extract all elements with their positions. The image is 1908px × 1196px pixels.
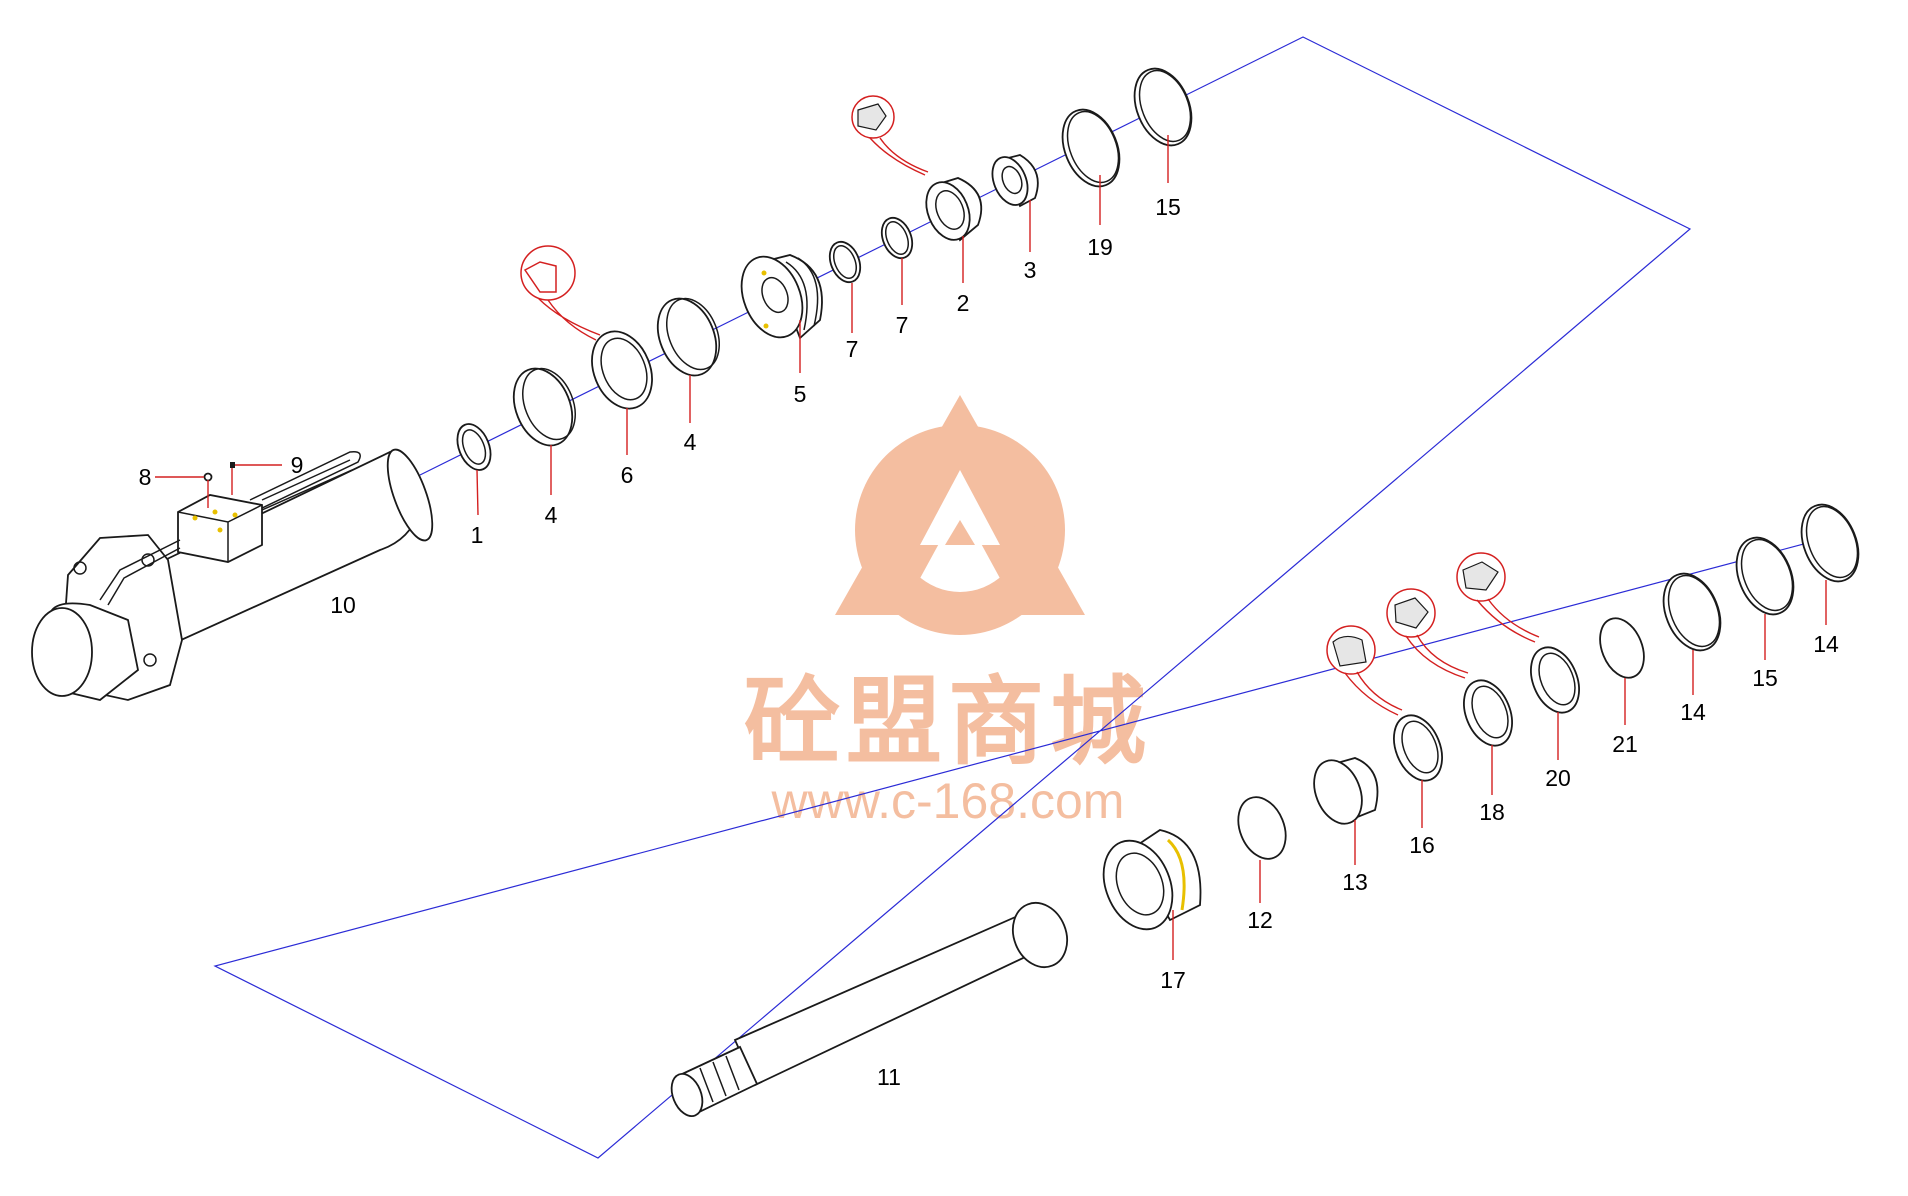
label-part-7b: 7 — [896, 312, 909, 338]
wear-ring-4a-part — [512, 367, 576, 447]
wiper-20-part — [1530, 646, 1580, 714]
part-labels: 1 4 6 4 5 7 7 2 3 19 15 8 9 10 11 17 12 … — [139, 194, 1839, 1090]
label-part-1: 1 — [471, 522, 484, 548]
label-part-8: 8 — [139, 464, 152, 490]
label-part-13: 13 — [1342, 869, 1368, 895]
seal-profile-callout-20 — [1456, 552, 1540, 643]
seal-profile-callout-rod — [851, 95, 929, 176]
label-part-9: 9 — [291, 452, 304, 478]
fitting-9-part — [230, 462, 235, 495]
ring-14b-part — [1800, 503, 1860, 583]
cylinder-barrel-part — [31, 448, 434, 701]
ring-14a-part — [1662, 572, 1722, 652]
label-part-20: 20 — [1545, 765, 1571, 791]
rod-seal-16-part — [1393, 714, 1443, 782]
o-ring-7a-part — [828, 240, 862, 284]
nut-3-part — [991, 154, 1039, 208]
ring-15a-part — [1133, 67, 1193, 147]
watermark-title: 砼盟商城 — [744, 666, 1152, 778]
piston-5-part — [740, 254, 823, 340]
piston-rod-11-part — [670, 901, 1068, 1117]
seal-profile-callout-18 — [1386, 588, 1469, 679]
leader-lines — [155, 135, 1827, 960]
ring-15b-part — [1735, 536, 1795, 616]
label-part-7a: 7 — [846, 336, 859, 362]
bushing-13-part — [1313, 757, 1379, 825]
label-part-16: 16 — [1409, 832, 1435, 858]
seal-profile-callout-16 — [1326, 625, 1403, 716]
label-part-2: 2 — [957, 290, 970, 316]
watermark-url: www.c-168.com — [771, 773, 1125, 829]
watermark-logo-icon — [835, 395, 1085, 635]
label-part-14a: 14 — [1680, 699, 1706, 725]
snap-ring-21-part — [1599, 617, 1645, 679]
o-ring-7b-part — [880, 216, 914, 260]
label-part-21: 21 — [1612, 731, 1638, 757]
wear-ring-4b-part — [656, 297, 720, 377]
label-part-4b: 4 — [684, 429, 697, 455]
label-part-11: 11 — [877, 1064, 901, 1090]
label-part-14b: 14 — [1813, 631, 1839, 657]
snap-ring-1-part — [456, 423, 492, 471]
piston-seal-6-part — [591, 330, 653, 410]
ring-2-part — [925, 177, 983, 242]
label-part-18: 18 — [1479, 799, 1505, 825]
label-part-19: 19 — [1087, 234, 1113, 260]
label-part-10: 10 — [330, 592, 356, 618]
label-part-12: 12 — [1247, 907, 1273, 933]
label-part-4a: 4 — [545, 502, 558, 528]
label-part-17: 17 — [1160, 967, 1186, 993]
label-part-3: 3 — [1024, 257, 1037, 283]
fitting-8-part — [203, 472, 213, 508]
label-part-6: 6 — [621, 462, 634, 488]
label-part-15a: 15 — [1155, 194, 1181, 220]
watermark: 砼盟商城 www.c-168.com — [744, 395, 1152, 829]
label-part-5: 5 — [794, 381, 807, 407]
snap-ring-12-part — [1237, 796, 1287, 860]
gland-17-part — [1102, 829, 1202, 931]
ring-19-part — [1061, 108, 1121, 188]
rod-seal-18-part — [1463, 679, 1513, 747]
label-part-15b: 15 — [1752, 665, 1778, 691]
seal-profile-callout-piston — [520, 245, 601, 341]
